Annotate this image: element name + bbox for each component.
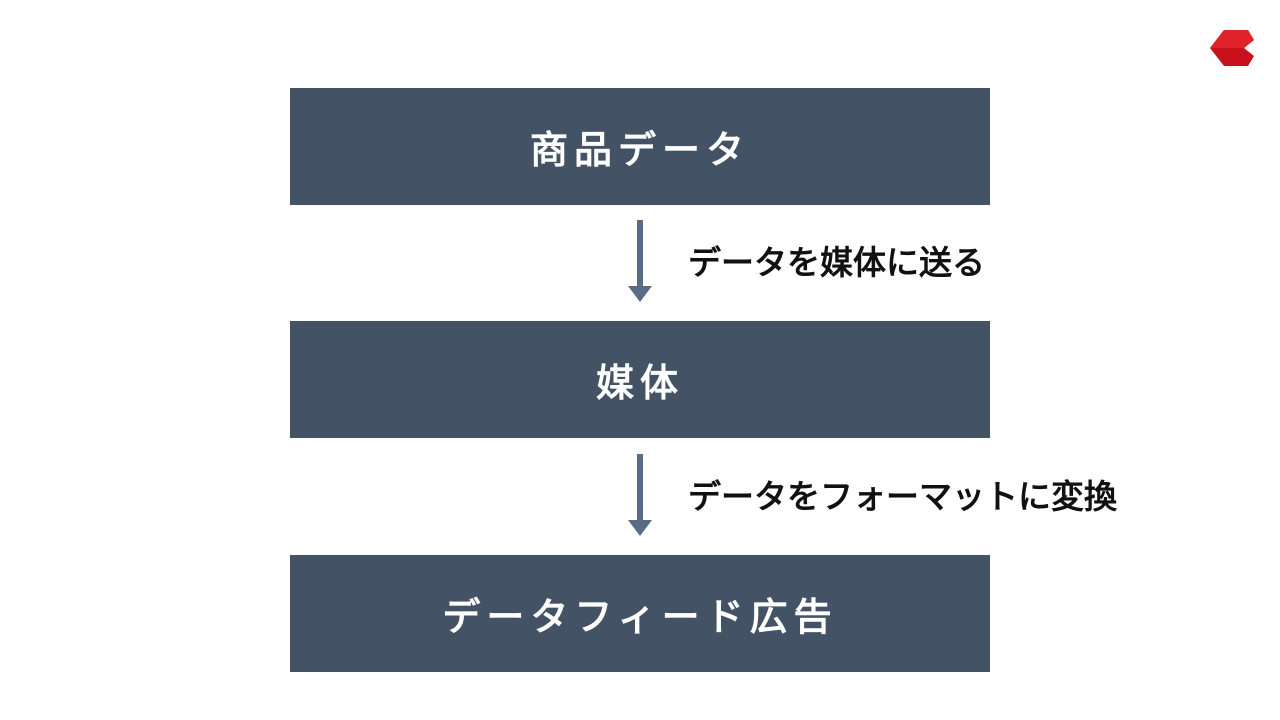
chevron-logo-icon — [1210, 30, 1254, 66]
flow-step-product-data: 商品データ — [290, 88, 990, 205]
flow-step-media: 媒体 — [290, 321, 990, 438]
flow-step-label: 媒体 — [595, 361, 684, 405]
flow-step-label: データフィード広告 — [442, 595, 838, 639]
flow-step-data-feed-ads: データフィード広告 — [290, 555, 990, 672]
down-arrow-icon — [628, 220, 652, 302]
flow-step-label: 商品データ — [529, 128, 750, 172]
transition-label: データを媒体に送る — [688, 243, 985, 282]
down-arrow-icon — [628, 454, 652, 536]
transition-label: データをフォーマットに変換 — [688, 477, 1117, 516]
